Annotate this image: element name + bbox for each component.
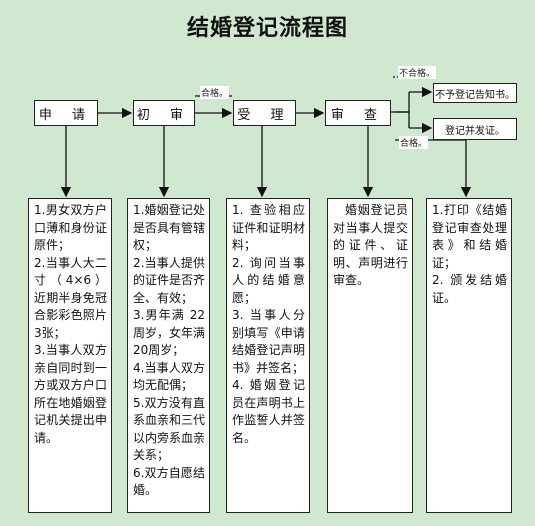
detail-review-item: 4.当事人双方均无配偶；	[133, 360, 205, 393]
label-pass-bottom: 合格。	[399, 136, 429, 149]
detail-apply-item: 3.当事人双方亲自同时到一方或双方户口所在地婚姻登记机关提出申请。	[34, 343, 107, 445]
detail-examine: 婚姻登记员对当事人提交的证件、证明、声明进行审查。	[327, 198, 413, 513]
step-review: 初 审	[133, 100, 195, 126]
detail-review-item: 5.双方没有直系血亲和三代以内旁系血亲关系；	[133, 395, 206, 463]
step-apply: 申 请	[34, 100, 98, 126]
detail-issue-item: 2. 颁发结婚证。	[432, 273, 507, 305]
detail-issue-item: 1.打印《结婚登记审查处理表》和结婚证；	[432, 203, 507, 270]
detail-issue: 1.打印《结婚登记审查处理表》和结婚证； 2. 颁发结婚证。	[426, 198, 512, 513]
page-title: 结婚登记流程图	[186, 16, 348, 41]
label-fail: 不合格。	[398, 66, 437, 79]
outcome-register: 登记并发证。	[433, 118, 517, 140]
detail-accept-item: 3. 当事人分别填写《申请结婚登记声明书》并签名；	[232, 308, 305, 375]
outcome-reject: 不予登记告知书。	[433, 83, 517, 103]
detail-apply-item: 2.当事人大二寸（4×6）近期半身免冠合影彩色照片 3张；	[34, 255, 107, 340]
detail-accept-item: 4. 婚姻登记员在声明书上作监誓人并签名。	[232, 378, 305, 445]
detail-apply-item: 1.男女双方户口薄和身份证原件；	[34, 203, 107, 252]
detail-review-item: 1.婚姻登记处是否具有管辖权；	[133, 203, 206, 252]
detail-review: 1.婚姻登记处是否具有管辖权； 2.当事人提供的证件是否齐全、有效； 3.男年满…	[127, 198, 210, 513]
detail-accept-item: 1. 查验相应证件和证明材料；	[232, 203, 305, 252]
step-review-label: 初 审	[136, 107, 192, 123]
detail-accept-item: 2. 询问当事人的结婚意愿；	[232, 255, 305, 305]
label-pass-top: 合格。	[200, 86, 230, 99]
detail-review-item: 6.双方自愿结婚。	[133, 465, 205, 498]
detail-apply: 1.男女双方户口薄和身份证原件； 2.当事人大二寸（4×6）近期半身免冠合影彩色…	[28, 198, 112, 513]
step-examine: 审 查	[325, 100, 391, 126]
step-examine-label: 审 查	[330, 107, 386, 123]
step-accept: 受 理	[233, 100, 296, 126]
outcome-reject-label: 不予登记告知书。	[435, 89, 515, 101]
detail-review-item: 3.男年满 22周岁，女年满 20周岁；	[133, 308, 206, 357]
step-apply-label: 申 请	[38, 107, 94, 123]
detail-examine-item: 婚姻登记员对当事人提交的证件、证明、声明进行审查。	[333, 203, 408, 287]
detail-accept: 1. 查验相应证件和证明材料； 2. 询问当事人的结婚意愿； 3. 当事人分别填…	[226, 198, 310, 513]
step-accept-label: 受 理	[237, 107, 292, 123]
outcome-register-label: 登记并发证。	[445, 125, 505, 137]
detail-review-item: 2.当事人提供的证件是否齐全、有效；	[133, 255, 206, 305]
